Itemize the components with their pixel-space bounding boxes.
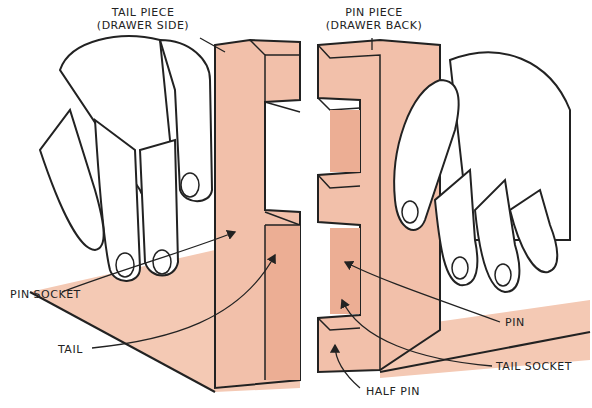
part-label: HALF PIN bbox=[366, 385, 420, 398]
part-label: PIN bbox=[505, 316, 525, 329]
part-label: TAIL SOCKET bbox=[496, 360, 572, 373]
part-label: PIN PIECE (DRAWER BACK) bbox=[318, 6, 430, 32]
part-label: TAIL PIECE (DRAWER SIDE) bbox=[84, 6, 202, 32]
part-label: TAIL bbox=[58, 343, 83, 356]
part-label: PIN SOCKET bbox=[10, 288, 81, 301]
